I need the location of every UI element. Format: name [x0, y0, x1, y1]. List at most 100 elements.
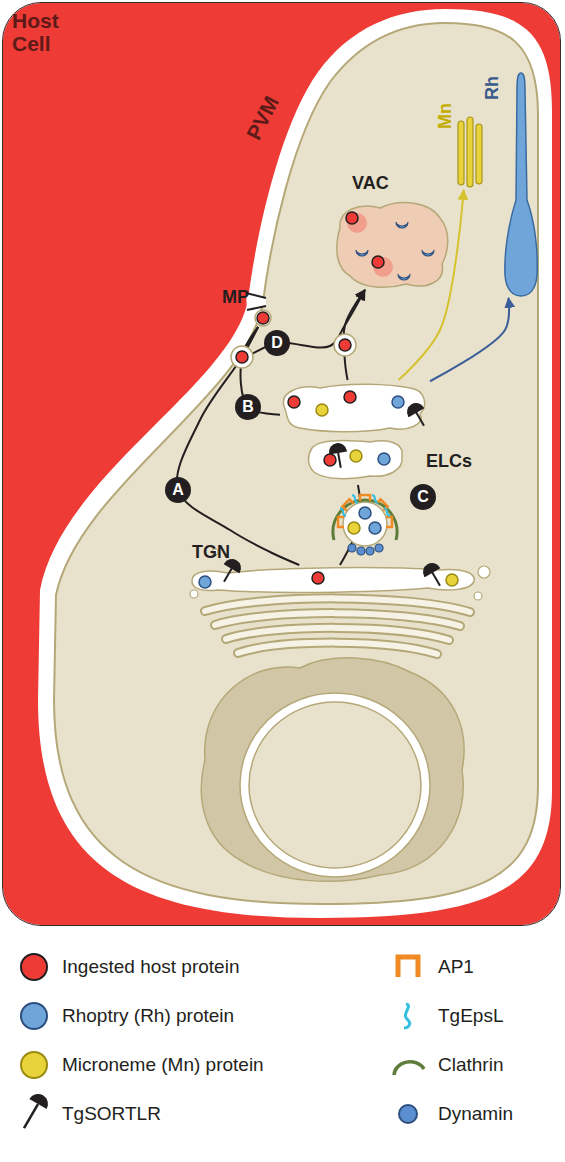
pathway-marker: A [165, 477, 191, 503]
vesicle-outline [255, 310, 271, 326]
pathway-letter: C [410, 484, 436, 510]
microneme-rod [458, 121, 464, 185]
dynamin-ring [348, 544, 383, 555]
dynamin [375, 544, 383, 552]
golgi-stack [205, 598, 470, 654]
tgepsl-protein [352, 495, 358, 503]
compartment-label: TGN [192, 543, 230, 563]
micropore-opening [246, 293, 266, 310]
vac-compartment: VAC [330, 198, 452, 290]
receptor-head [29, 1090, 51, 1109]
ap1-adaptor [376, 499, 387, 510]
ap1-adaptor [360, 495, 370, 501]
tgn-outline [192, 568, 474, 593]
compartment-label: Rh [483, 76, 503, 100]
legend-symbol [16, 1094, 56, 1134]
legend-item: Dynamin [390, 1094, 565, 1134]
ap1-adaptor [338, 517, 344, 527]
ap1-symbol [398, 957, 418, 977]
vac-outline [337, 203, 448, 288]
transport-pathway [340, 485, 361, 565]
legend-symbol [390, 947, 430, 987]
legend-item: TgEpsL [390, 996, 565, 1036]
pathway-marker: B [235, 394, 261, 420]
legend-item: Clathrin [390, 1045, 565, 1085]
microneme-rod [467, 117, 473, 187]
rh-shape [500, 70, 542, 298]
pathway-marker: C [410, 484, 436, 510]
transport-vesicles [231, 334, 387, 546]
microneme-protein [348, 522, 360, 534]
legend-text: Dynamin [438, 1103, 565, 1125]
legend-item: TgSORTLR [16, 1094, 316, 1134]
ap1-adaptor [342, 499, 353, 510]
rhoptry-organelle: Rh [500, 70, 542, 298]
compartment-label: Host Cell [12, 9, 72, 55]
dynamin [366, 547, 374, 555]
tgepsl-symbol [404, 1004, 410, 1028]
compartment-label: MP [222, 288, 249, 308]
legend-text: Ingested host protein [62, 956, 362, 978]
small-vesicles [190, 549, 490, 600]
elc-shape [280, 380, 430, 485]
pathway-marker: D [264, 330, 290, 356]
rhoptry-protein [369, 522, 381, 534]
rhoptry-protein [359, 507, 371, 519]
sortilin-symbol [15, 1090, 51, 1133]
small-vesicle [478, 566, 490, 578]
nuclear-envelope [240, 693, 430, 877]
legend-swatch [20, 953, 48, 981]
mp-shape [254, 309, 272, 327]
coated-vesicle [343, 502, 387, 546]
host-protein [236, 351, 248, 363]
legend-swatch [398, 1104, 418, 1124]
legend-swatch [20, 1002, 48, 1030]
vac-shape [330, 198, 452, 290]
legend-swatch [20, 1051, 48, 1079]
legend-item: Microneme (Mn) protein [16, 1045, 316, 1085]
microneme-organelle: Mn [455, 115, 485, 190]
legend-text: TgEpsL [438, 1005, 565, 1027]
golgi-cisterna [238, 643, 437, 654]
pathway-letter: B [235, 394, 261, 420]
tgepsl-protein [372, 495, 378, 503]
legend-symbol [390, 996, 430, 1036]
tgepsl-protein [384, 508, 390, 516]
endosome-like-compartment: ELCs [280, 380, 430, 485]
transport-pathway [430, 298, 509, 381]
nucleus [249, 702, 421, 868]
small-vesicle [474, 592, 482, 600]
trans-golgi-network: TGN [188, 565, 478, 595]
compartment-label: ELCs [426, 452, 472, 472]
legend-symbol [390, 1045, 430, 1085]
legend-text: AP1 [438, 956, 565, 978]
receptor-stalk [24, 1104, 38, 1128]
legend-item: Rhoptry (Rh) protein [16, 996, 316, 1036]
dynamin [348, 544, 356, 552]
pathway-letter: A [165, 477, 191, 503]
mn-shape [455, 115, 485, 190]
legend-text: TgSORTLR [62, 1103, 362, 1125]
legend-text: Clathrin [438, 1054, 565, 1076]
transport-pathway [343, 290, 364, 380]
host-protein [339, 339, 351, 351]
small-vesicle [190, 590, 198, 598]
ap1-adaptor [386, 517, 392, 527]
elc-outline [283, 384, 424, 432]
tgepsl-protein [340, 508, 346, 516]
legend-text: Microneme (Mn) protein [62, 1054, 362, 1076]
pathway-letter: D [264, 330, 290, 356]
vesicle [334, 334, 356, 356]
nuclear-region [201, 658, 464, 881]
tgn-shape [188, 565, 478, 595]
compartment-label: VAC [352, 174, 389, 194]
rhoptry-outline [505, 73, 537, 296]
compartment-label: Mn [436, 103, 456, 129]
legend-text: Rhoptry (Rh) protein [62, 1005, 362, 1027]
legend-item: AP1 [390, 947, 565, 987]
clathrin-symbol [394, 1062, 424, 1075]
ap1-adaptors [338, 495, 392, 527]
tgepsl-proteins [340, 495, 390, 516]
clathrin-coat [333, 500, 397, 540]
